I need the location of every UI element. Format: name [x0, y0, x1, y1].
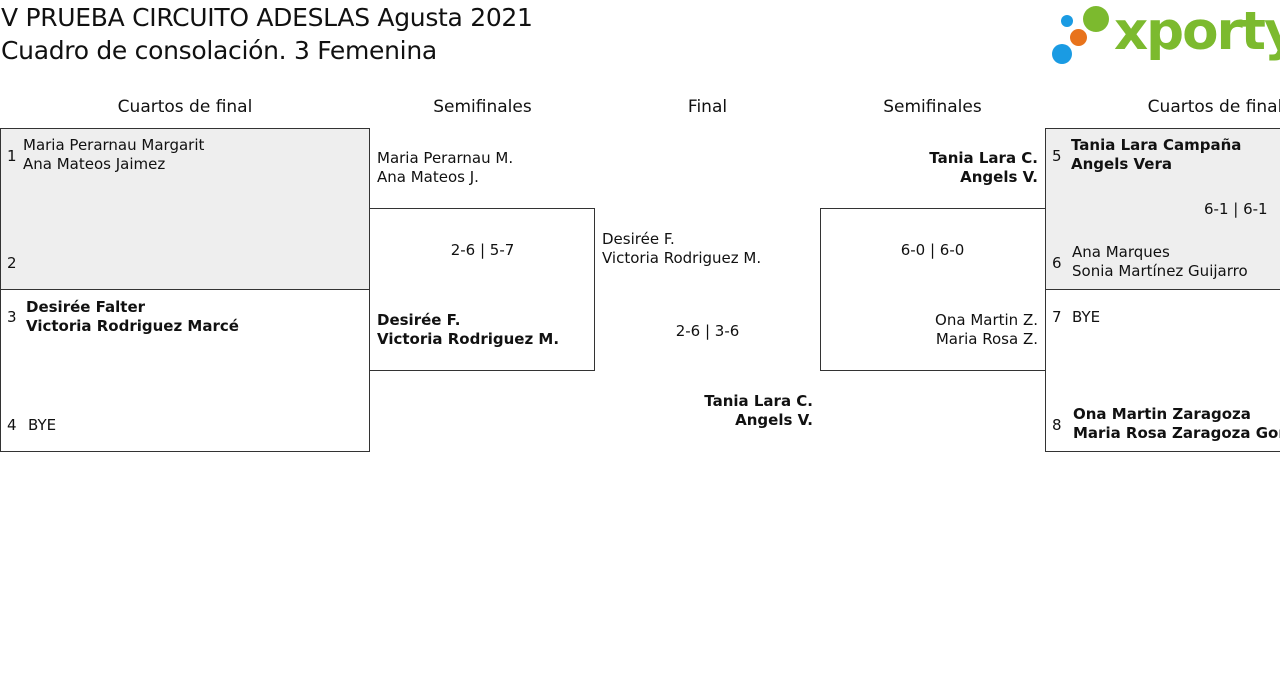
- player-name: Maria Perarnau Margarit: [23, 136, 205, 154]
- match-score: 2-6 | 3-6: [675, 322, 740, 340]
- seed-number: 7: [1052, 308, 1062, 326]
- player-name: Victoria Rodriguez Marcé: [26, 317, 239, 335]
- player-name: Victoria Rodriguez M.: [602, 249, 762, 267]
- player-name: Desirée Falter: [26, 298, 146, 316]
- player-name: Tania Lara C.: [929, 149, 1038, 167]
- player-name: Victoria Rodriguez M.: [377, 330, 560, 348]
- player-name: Desirée F.: [377, 311, 461, 329]
- seed-number: 6: [1052, 254, 1062, 272]
- logo-wordmark: xporty: [1114, 1, 1280, 62]
- left-sf-match[interactable]: [369, 208, 595, 371]
- player-name: Angels V.: [960, 168, 1038, 186]
- player-name: Ona Martin Zaragoza: [1073, 405, 1251, 423]
- logo-dot-orange: [1070, 29, 1087, 46]
- xporty-logo[interactable]: xporty: [1050, 1, 1280, 68]
- player-name: Ona Martin Z.: [935, 311, 1038, 329]
- player-name: Maria Perarnau M.: [377, 149, 514, 167]
- seed-number: 8: [1052, 416, 1062, 434]
- player-name: Maria Rosa Z.: [935, 330, 1038, 348]
- player-name: Maria Rosa Zaragoza Gomez: [1073, 424, 1280, 442]
- player-name: Sonia Martínez Guijarro: [1072, 262, 1248, 280]
- player-name: Ana Marques: [1072, 243, 1170, 261]
- logo-dot-blue-large: [1052, 44, 1072, 64]
- match-score: 6-0 | 6-0: [900, 241, 965, 259]
- seed-number: 5: [1052, 147, 1062, 165]
- seed-number: 4: [7, 416, 17, 434]
- round-header-left-sf: Semifinales: [433, 97, 532, 117]
- player-name: Tania Lara Campaña: [1071, 136, 1242, 154]
- match-score: 2-6 | 5-7: [450, 241, 515, 259]
- page-title: V PRUEBA CIRCUITO ADESLAS Agusta 2021: [1, 3, 533, 32]
- page-subtitle: Cuadro de consolación. 3 Femenina: [1, 36, 437, 65]
- left-qf-match-1[interactable]: [0, 128, 370, 290]
- player-name: Ana Mateos Jaimez: [23, 155, 166, 173]
- player-name: Angels Vera: [1071, 155, 1172, 173]
- winner-name: Angels V.: [735, 411, 813, 429]
- winner-name: Tania Lara C.: [704, 392, 813, 410]
- round-header-right-sf: Semifinales: [883, 97, 982, 117]
- round-header-final: Final: [687, 97, 728, 117]
- match-score: 6-1 | 6-1: [1204, 200, 1268, 218]
- right-qf-match-2[interactable]: [1045, 289, 1280, 452]
- seed-number: 1: [7, 147, 17, 165]
- round-header-left-qf: Cuartos de final: [117, 97, 253, 117]
- logo-dot-blue: [1061, 15, 1073, 27]
- player-name: Desirée F.: [602, 230, 675, 248]
- player-name: Ana Mateos J.: [377, 168, 479, 186]
- player-name: BYE: [28, 416, 57, 434]
- seed-number: 2: [7, 254, 17, 272]
- seed-number: 3: [7, 308, 17, 326]
- logo-dot-green: [1083, 6, 1109, 32]
- round-header-right-qf: Cuartos de final: [1147, 97, 1280, 117]
- right-qf-match-1[interactable]: [1045, 128, 1280, 290]
- player-name: BYE: [1072, 308, 1101, 326]
